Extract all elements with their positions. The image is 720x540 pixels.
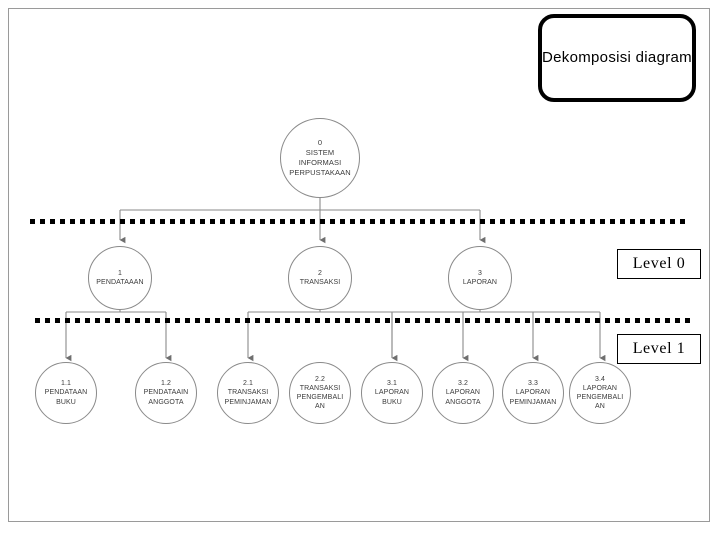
node-label: 2.2 TRANSAKSI PENGEMBALI AN (296, 375, 344, 411)
node-label: 1 PENDATAAAN (96, 269, 144, 286)
node-label: 3.4 LAPORAN PENGEMBALI AN (576, 375, 624, 411)
node-3-3-laporan-peminjaman[interactable]: 3.3 LAPORAN PEMINJAMAN (502, 362, 564, 424)
node-label: 2.1 TRANSAKSI PEMINJAMAN (224, 380, 272, 406)
node-label: 3 LAPORAN (462, 269, 498, 286)
node-3-laporan[interactable]: 3 LAPORAN (448, 246, 512, 310)
node-1-1-pendataan-buku[interactable]: 1.1 PENDATAAN BUKU (35, 362, 97, 424)
node-label: 3.1 LAPORAN BUKU (374, 380, 410, 406)
node-1-2-pendataan-anggota[interactable]: 1.2 PENDATAAIN ANGGOTA (135, 362, 197, 424)
node-2-2-transaksi-pengembalian[interactable]: 2.2 TRANSAKSI PENGEMBALI AN (289, 362, 351, 424)
node-label: 1.2 PENDATAAIN ANGGOTA (143, 380, 189, 406)
node-label: 2 TRANSAKSI (299, 269, 341, 286)
node-1-pendataan[interactable]: 1 PENDATAAAN (88, 246, 152, 310)
separator-level-0 (30, 219, 690, 224)
node-3-4-laporan-pengembalian[interactable]: 3.4 LAPORAN PENGEMBALI AN (569, 362, 631, 424)
separator-level-1 (35, 318, 690, 323)
level-1-label: Level 1 (617, 334, 701, 364)
node-label: 3.2 LAPORAN ANGGOTA (445, 380, 481, 406)
node-label: 3.3 LAPORAN PEMINJAMAN (509, 380, 557, 406)
node-2-1-transaksi-peminjaman[interactable]: 2.1 TRANSAKSI PEMINJAMAN (217, 362, 279, 424)
level-0-label: Level 0 (617, 249, 701, 279)
node-3-1-laporan-buku[interactable]: 3.1 LAPORAN BUKU (361, 362, 423, 424)
node-3-2-laporan-anggota[interactable]: 3.2 LAPORAN ANGGOTA (432, 362, 494, 424)
node-label: 0 SISTEM INFORMASI PERPUSTAKAAN (289, 138, 351, 177)
diagram-title-box: Dekomposisi diagram (538, 14, 696, 102)
page-frame (8, 8, 710, 522)
node-2-transaksi[interactable]: 2 TRANSAKSI (288, 246, 352, 310)
node-0-sistem-informasi-perpustakaan[interactable]: 0 SISTEM INFORMASI PERPUSTAKAAN (280, 118, 360, 198)
node-label: 1.1 PENDATAAN BUKU (44, 380, 88, 406)
